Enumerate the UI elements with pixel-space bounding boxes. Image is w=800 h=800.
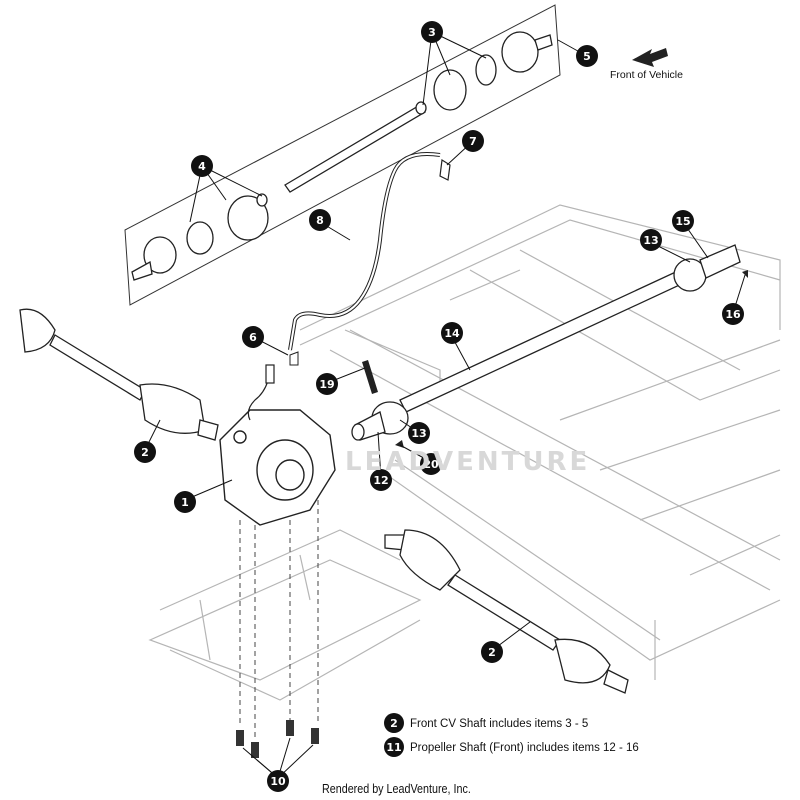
callout-16: 16 (722, 303, 744, 325)
callout-20: 20 (420, 453, 442, 475)
svg-text:14: 14 (444, 327, 460, 340)
svg-text:7: 7 (469, 135, 477, 148)
callout-7: 7 (462, 130, 484, 152)
svg-text:11: 11 (386, 741, 401, 754)
callout-15: 15 (672, 210, 694, 232)
upper-cv-shaft (131, 31, 553, 281)
svg-text:12: 12 (373, 474, 388, 487)
front-differential (219, 409, 336, 526)
cv-shaft-exploded-panel (124, 4, 561, 306)
svg-text:Front CV Shaft includes items: Front CV Shaft includes items 3 - 5 (410, 718, 588, 730)
svg-text:20: 20 (423, 458, 439, 471)
callout-3: 3 (421, 21, 443, 43)
svg-text:19: 19 (319, 378, 334, 391)
callout-8: 8 (309, 209, 331, 231)
svg-text:13: 13 (643, 234, 658, 247)
front-of-vehicle-indicator: Front of Vehicle (610, 48, 683, 81)
grease-fitting-rear (742, 270, 748, 278)
svg-text:5: 5 (583, 50, 591, 63)
callout-6: 6 (242, 326, 264, 348)
callout-19: 19 (316, 373, 338, 395)
callout-5: 5 (576, 45, 598, 67)
svg-text:1: 1 (181, 496, 189, 509)
svg-text:8: 8 (316, 214, 324, 227)
callouts: 1 2 2 3 4 5 6 7 8 10 12 13 13 14 15 16 1… (134, 21, 744, 792)
vehicle-frame (148, 204, 781, 701)
right-cv-shaft (384, 529, 629, 694)
note-1: 2 Front CV Shaft includes items 3 - 5 (384, 713, 588, 733)
callout-14: 14 (441, 322, 463, 344)
clamp-small (289, 351, 299, 366)
svg-text:2: 2 (488, 646, 496, 659)
propeller-shaft (351, 244, 741, 441)
svg-text:4: 4 (198, 160, 206, 173)
front-arrow-icon (632, 48, 668, 67)
sensor-wire (247, 364, 275, 421)
svg-text:3: 3 (428, 26, 436, 39)
svg-text:10: 10 (270, 775, 286, 788)
callout-2-left: 2 (134, 441, 156, 463)
bolt-icons (236, 720, 319, 758)
svg-text:2: 2 (141, 446, 149, 459)
callout-13-front: 13 (408, 422, 430, 444)
svg-text:2: 2 (390, 717, 398, 730)
svg-text:6: 6 (249, 331, 257, 344)
roll-pin (362, 360, 378, 394)
note-2: 11 Propeller Shaft (Front) includes item… (384, 737, 639, 757)
svg-text:15: 15 (675, 215, 690, 228)
watermark: LEADVENTURE (345, 447, 590, 477)
svg-text:Propeller Shaft (Front) includ: Propeller Shaft (Front) includes items 1… (410, 742, 639, 754)
render-credit: Rendered by LeadVenture, Inc. (322, 782, 471, 796)
svg-text:Front of Vehicle: Front of Vehicle (610, 69, 683, 81)
svg-text:16: 16 (725, 308, 741, 321)
callout-12: 12 (370, 469, 392, 491)
vent-hose (288, 152, 441, 351)
callout-2-right: 2 (481, 641, 503, 663)
mounting-bolts (239, 500, 319, 740)
callout-13-rear: 13 (640, 229, 662, 251)
svg-text:13: 13 (411, 427, 426, 440)
callout-1: 1 (174, 491, 196, 513)
left-cv-shaft (19, 308, 219, 441)
callout-10: 10 (267, 770, 289, 792)
callout-4: 4 (191, 155, 213, 177)
